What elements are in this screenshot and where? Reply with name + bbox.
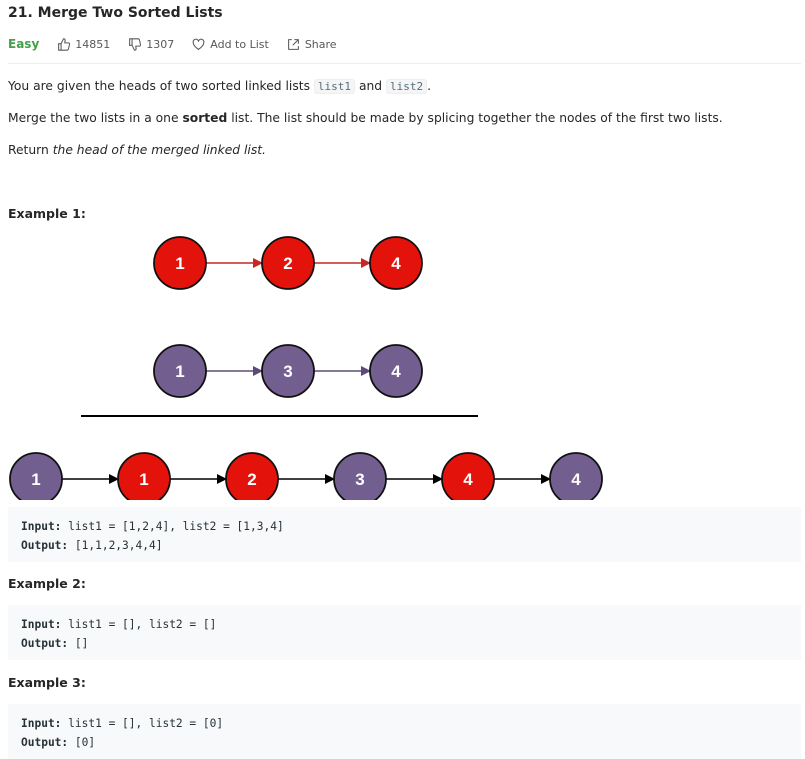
output-value: [0] (68, 736, 96, 749)
output-value: [1,1,2,3,4,4] (68, 539, 163, 552)
list2-node (261, 344, 315, 398)
list1-node (261, 236, 315, 290)
input-value: list1 = [1,2,4], list2 = [1,3,4] (61, 520, 284, 533)
merged-node (333, 452, 387, 500)
example-1-heading: Example 1: (8, 206, 86, 221)
input-label: Input: (21, 520, 62, 533)
input-value: list1 = [], list2 = [0] (61, 717, 224, 730)
list1-node (369, 236, 423, 290)
description-text: You are given the heads of two sorted li… (8, 79, 314, 93)
example-3-code-block: Input: list1 = [], list2 = [0] Output: [… (8, 704, 801, 759)
description-text: . (427, 79, 432, 93)
output-label: Output: (21, 539, 69, 552)
thumbs-down-icon (129, 37, 142, 51)
description-paragraph-1: You are given the heads of two sorted li… (8, 79, 432, 94)
like-count: 14851 (75, 37, 111, 51)
share-button[interactable]: Share (287, 38, 337, 51)
list2-row: 1 3 4 (153, 344, 423, 398)
list2-node-label: 4 (391, 362, 401, 381)
input-label: Input: (21, 618, 62, 631)
list1-node (153, 236, 207, 290)
merged-node-label: 4 (571, 470, 581, 489)
merged-node (441, 452, 495, 500)
share-label: Share (304, 37, 337, 51)
description-text: Return (8, 143, 53, 157)
merged-node-label: 1 (31, 470, 40, 489)
example-1-code-block: Input: list1 = [1,2,4], list2 = [1,3,4] … (8, 507, 801, 562)
problem-meta-bar: Easy 14851 1307 Add to List Share (8, 36, 355, 52)
example-2-code-block: Input: list1 = [], list2 = [] Output: [] (8, 605, 801, 660)
description-paragraph-3: Return the head of the merged linked lis… (8, 143, 266, 157)
input-value: list1 = [], list2 = [] (61, 618, 217, 631)
description-paragraph-2: Merge the two lists in a one sorted list… (8, 111, 723, 125)
inline-code-list1: list1 (313, 79, 356, 94)
emphasis-text: the head of the merged linked list. (52, 143, 266, 157)
like-button[interactable]: 14851 (57, 38, 110, 51)
page-title: 21. Merge Two Sorted Lists (8, 5, 223, 21)
bold-word: sorted (182, 111, 228, 125)
description-text: Merge the two lists in a one (8, 111, 183, 125)
output-label: Output: (21, 736, 69, 749)
example-2-heading: Example 2: (8, 576, 86, 591)
merged-node-label: 4 (463, 470, 473, 489)
merged-node (117, 452, 171, 500)
difficulty-badge: Easy (8, 37, 40, 51)
merged-node-label: 2 (247, 470, 256, 489)
add-to-list-label: Add to List (210, 37, 269, 51)
list1-row: 1 2 4 (153, 236, 423, 290)
list1-node-label: 1 (175, 254, 184, 273)
merged-node (549, 452, 603, 500)
output-value: [] (68, 637, 89, 650)
input-label: Input: (21, 717, 62, 730)
description-text: and (355, 79, 386, 93)
add-to-list-button[interactable]: Add to List (192, 38, 269, 51)
list2-node-label: 1 (175, 362, 184, 381)
merged-node (225, 452, 279, 500)
output-label: Output: (21, 637, 69, 650)
list1-node-label: 2 (283, 254, 292, 273)
merged-node-label: 3 (355, 470, 364, 489)
example-3-heading: Example 3: (8, 675, 86, 690)
inline-code-list2: list2 (385, 79, 428, 94)
merged-node-label: 1 (139, 470, 148, 489)
divider (8, 63, 801, 64)
list2-node (369, 344, 423, 398)
dislike-count: 1307 (146, 37, 175, 51)
heart-icon (192, 38, 205, 50)
list2-node (153, 344, 207, 398)
merged-node (9, 452, 63, 500)
dislike-button[interactable]: 1307 (128, 38, 174, 51)
merge-diagram: 1 2 4 1 3 4 1 1 2 3 4 4 (9, 236, 603, 500)
description-text: list. The list should be made by splicin… (227, 111, 723, 125)
list2-node-label: 3 (283, 362, 292, 381)
thumbs-up-icon (58, 37, 71, 51)
list1-node-label: 4 (391, 254, 401, 273)
merged-row: 1 1 2 3 4 4 (9, 452, 603, 500)
share-icon (287, 38, 299, 50)
